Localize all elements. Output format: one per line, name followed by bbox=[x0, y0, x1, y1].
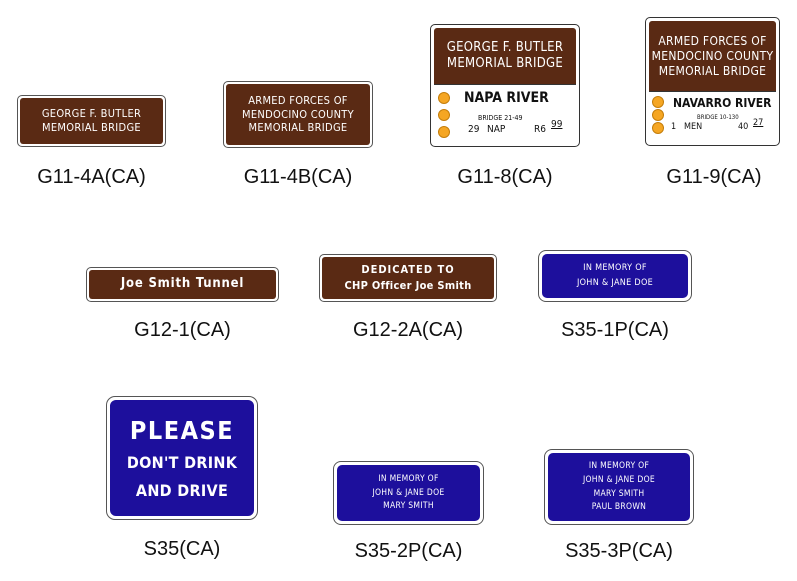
postmile-prefix: R6 bbox=[534, 124, 546, 135]
sign-panel: IN MEMORY OF JOHN & JANE DOE bbox=[541, 253, 689, 299]
sign-text-line: MENDOCINO COUNTY bbox=[651, 48, 774, 63]
caption-g12-2a: G12-2A(CA) bbox=[352, 319, 464, 341]
sign-panel: PLEASE DON'T DRINK AND DRIVE bbox=[109, 399, 255, 517]
bullet-dot bbox=[438, 126, 450, 138]
sign-s35-3p: IN MEMORY OF JOHN & JANE DOE MARY SMITH … bbox=[544, 449, 694, 525]
sign-text-line: Joe Smith Tunnel bbox=[120, 276, 245, 292]
sign-panel: IN MEMORY OF JOHN & JANE DOE MARY SMITH … bbox=[547, 452, 691, 522]
sign-text-line: JOHN & JANE DOE bbox=[372, 487, 445, 498]
postmile-number: 27 bbox=[753, 118, 764, 128]
sign-g12-2a: DEDICATED TO CHP Officer Joe Smith bbox=[319, 254, 497, 302]
sign-s35: PLEASE DON'T DRINK AND DRIVE bbox=[106, 396, 258, 520]
postmile-prefix: 40 bbox=[738, 122, 749, 132]
sign-text-line: MENDOCINO COUNTY bbox=[242, 107, 354, 121]
sign-text-line: GEORGE F. BUTLER bbox=[446, 39, 564, 55]
sign-g11-8: GEORGE F. BUTLER MEMORIAL BRIDGE NAPA RI… bbox=[430, 24, 580, 147]
river-name: NAPA RIVER bbox=[464, 90, 549, 106]
sign-panel: IN MEMORY OF JOHN & JANE DOE MARY SMITH bbox=[336, 464, 481, 522]
caption-s35-3p: S35-3P(CA) bbox=[565, 540, 673, 562]
sign-text-line: AND DRIVE bbox=[135, 480, 229, 500]
sign-text-line: JOHN & JANE DOE bbox=[576, 278, 654, 288]
sign-text-line: MEMORIAL BRIDGE bbox=[446, 56, 564, 71]
caption-g11-8: G11-8(CA) bbox=[457, 166, 553, 188]
sign-text-line: CHP Officer Joe Smith bbox=[344, 279, 472, 292]
sign-text-line: MARY SMITH bbox=[383, 501, 434, 512]
sign-g11-4b: ARMED FORCES OF MENDOCINO COUNTY MEMORIA… bbox=[223, 81, 373, 148]
sign-panel-top: ARMED FORCES OF MENDOCINO COUNTY MEMORIA… bbox=[649, 21, 776, 91]
bridge-number: BRIDGE 10-130 bbox=[697, 114, 739, 121]
sign-text-line: MEMORIAL BRIDGE bbox=[658, 63, 767, 78]
county-code: MEN bbox=[684, 122, 703, 132]
sign-panel: Joe Smith Tunnel bbox=[89, 270, 276, 299]
bullet-dot bbox=[438, 109, 450, 121]
sign-text-line: GEORGE F. BUTLER bbox=[41, 107, 142, 121]
sign-s35-2p: IN MEMORY OF JOHN & JANE DOE MARY SMITH bbox=[333, 461, 484, 525]
sign-panel: GEORGE F. BUTLER MEMORIAL BRIDGE bbox=[20, 98, 163, 144]
sign-text-line: JOHN & JANE DOE bbox=[582, 474, 656, 485]
sign-panel: ARMED FORCES OF MENDOCINO COUNTY MEMORIA… bbox=[226, 84, 370, 145]
bullet-dot bbox=[438, 92, 450, 104]
sign-text-line: MEMORIAL BRIDGE bbox=[42, 121, 141, 134]
sign-panel-bottom: NAVARRO RIVER BRIDGE 10-130 1 MEN 40 27 bbox=[649, 91, 776, 142]
bridge-number: BRIDGE 21-49 bbox=[478, 114, 523, 122]
sign-g11-9: ARMED FORCES OF MENDOCINO COUNTY MEMORIA… bbox=[645, 17, 780, 146]
sign-text-line: IN MEMORY OF bbox=[588, 461, 650, 472]
county-code: NAP bbox=[487, 124, 506, 135]
route-number: 29 bbox=[468, 124, 480, 135]
sign-panel: DEDICATED TO CHP Officer Joe Smith bbox=[322, 257, 494, 299]
bullet-dot bbox=[652, 96, 664, 108]
bullet-dot bbox=[652, 109, 664, 121]
sign-g12-1: Joe Smith Tunnel bbox=[86, 267, 279, 302]
sign-text-line: ARMED FORCES OF bbox=[658, 33, 767, 48]
river-name: NAVARRO RIVER bbox=[673, 96, 772, 110]
sign-s35-1p: IN MEMORY OF JOHN & JANE DOE bbox=[538, 250, 692, 302]
caption-s35: S35(CA) bbox=[143, 538, 221, 560]
sign-panel-bottom: NAPA RIVER BRIDGE 21-49 29 NAP R6 99 bbox=[434, 84, 576, 143]
sign-panel-top: GEORGE F. BUTLER MEMORIAL BRIDGE bbox=[434, 28, 576, 84]
sign-text-line: IN MEMORY OF bbox=[378, 474, 439, 485]
sign-text-line: MARY SMITH bbox=[593, 488, 645, 499]
caption-s35-2p: S35-2P(CA) bbox=[354, 540, 463, 562]
sign-text-line: IN MEMORY OF bbox=[583, 262, 647, 273]
sign-g11-4a: GEORGE F. BUTLER MEMORIAL BRIDGE bbox=[17, 95, 166, 147]
sign-text-line: DON'T DRINK bbox=[126, 452, 238, 472]
route-number: 1 bbox=[671, 122, 677, 132]
sign-text-line: PAUL BROWN bbox=[591, 502, 647, 513]
caption-s35-1p: S35-1P(CA) bbox=[561, 319, 669, 341]
caption-g11-9: G11-9(CA) bbox=[666, 166, 762, 188]
sign-text-line: DEDICATED TO bbox=[361, 263, 455, 277]
sign-text-line: PLEASE bbox=[129, 416, 235, 446]
sign-text-line: MEMORIAL BRIDGE bbox=[248, 121, 348, 135]
caption-g11-4a: G11-4A(CA) bbox=[37, 166, 146, 188]
caption-g12-1: G12-1(CA) bbox=[134, 319, 231, 341]
caption-g11-4b: G11-4B(CA) bbox=[243, 166, 353, 188]
sign-text-line: ARMED FORCES OF bbox=[248, 93, 348, 107]
postmile-number: 99 bbox=[551, 119, 563, 130]
bullet-dot bbox=[652, 122, 664, 134]
